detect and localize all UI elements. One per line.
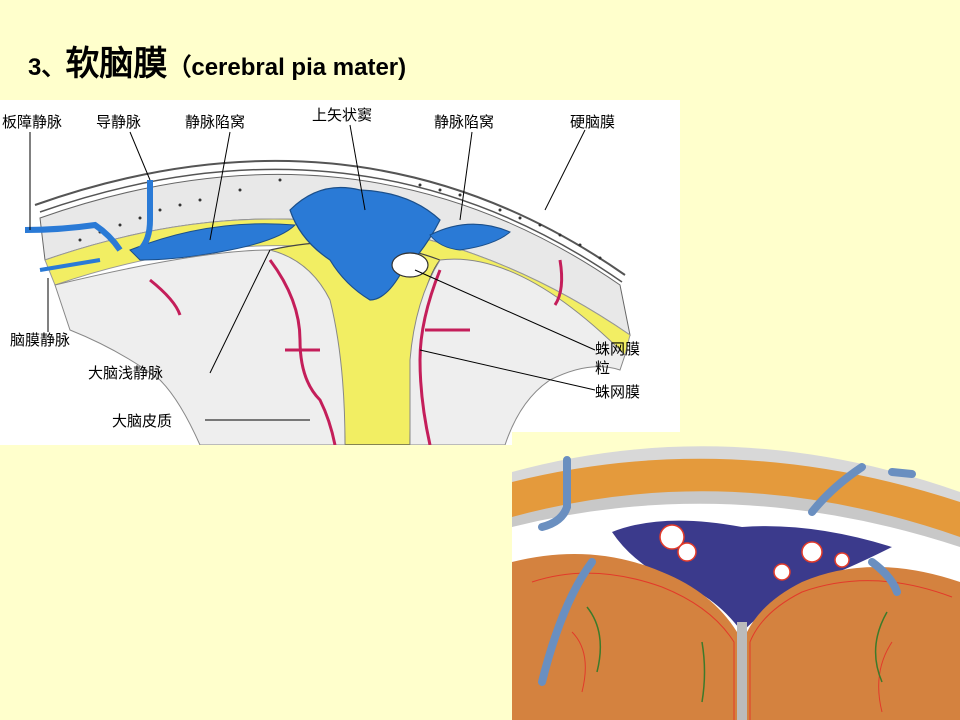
label-cerebral-cortex: 大脑皮质	[112, 412, 172, 430]
label-superficial-cerebral-vein: 大脑浅静脉	[88, 364, 163, 382]
title-chinese: 软脑膜	[65, 44, 168, 84]
label-emissary-vein: 导静脉	[96, 113, 141, 131]
label-arachnoid-granulation-line1: 蛛网膜	[595, 340, 640, 358]
meninges-color-illustration	[512, 432, 960, 720]
label-meningeal-vein: 脑膜静脉	[10, 331, 70, 349]
meninges-schematic-diagram: 板障静脉 导静脉 静脉陷窝 上矢状窦 静脉陷窝 硬脑膜 脑膜静脉 大脑浅静脉 大…	[0, 100, 680, 445]
label-dura-mater: 硬脑膜	[570, 113, 615, 131]
label-superior-sagittal-sinus: 上矢状窦	[312, 106, 372, 124]
label-venous-lacuna-left: 静脉陷窝	[185, 113, 245, 131]
label-diploic-vein: 板障静脉	[2, 113, 62, 131]
label-arachnoid: 蛛网膜	[595, 383, 640, 401]
title-english: （cerebral pia mater)	[167, 54, 407, 81]
title-number: 3、	[28, 54, 66, 81]
label-arachnoid-granulation-line2: 粒	[595, 359, 610, 377]
label-venous-lacuna-right: 静脉陷窝	[434, 113, 494, 131]
slide-title: 3、软脑膜（cerebral pia mater)	[28, 36, 406, 85]
